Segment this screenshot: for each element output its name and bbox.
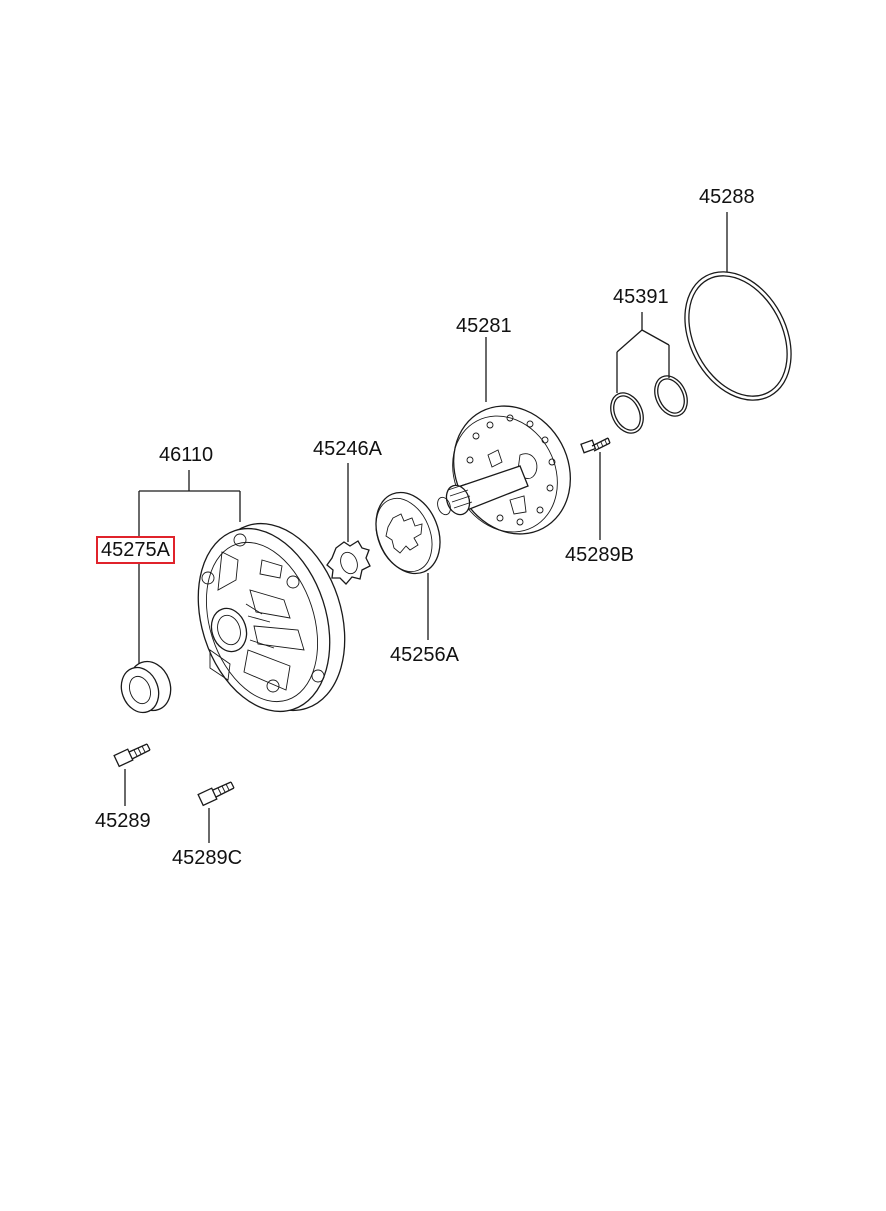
leader-46110 xyxy=(138,470,241,538)
outer-gear[interactable] xyxy=(364,483,451,583)
reaction-shaft-support[interactable] xyxy=(432,385,593,554)
callout-45289c[interactable]: 45289C xyxy=(172,847,243,869)
callout-45289[interactable]: 45289 xyxy=(95,810,151,832)
inner-gear[interactable] xyxy=(326,540,371,585)
bolt-45289c[interactable] xyxy=(197,781,235,807)
seal-ring-right[interactable] xyxy=(649,371,694,422)
bolt-45289[interactable] xyxy=(113,743,151,768)
leader-45391 xyxy=(616,312,670,393)
callout-45256a[interactable]: 45256A xyxy=(390,644,459,666)
pump-housing[interactable] xyxy=(176,506,368,729)
o-ring-large[interactable] xyxy=(664,253,813,418)
callout-45275a[interactable]: 45275A xyxy=(96,536,175,564)
callout-45288[interactable]: 45288 xyxy=(699,186,755,208)
bolt-45289b[interactable] xyxy=(580,437,611,454)
oil-seal[interactable] xyxy=(115,656,177,718)
callout-45281[interactable]: 45281 xyxy=(456,315,512,337)
callout-45391[interactable]: 45391 xyxy=(613,286,669,308)
callout-46110[interactable]: 46110 xyxy=(159,444,214,466)
callout-45289b[interactable]: 45289B xyxy=(565,544,634,566)
callout-45246a[interactable]: 45246A xyxy=(313,438,382,460)
seal-ring-left[interactable] xyxy=(605,388,650,439)
